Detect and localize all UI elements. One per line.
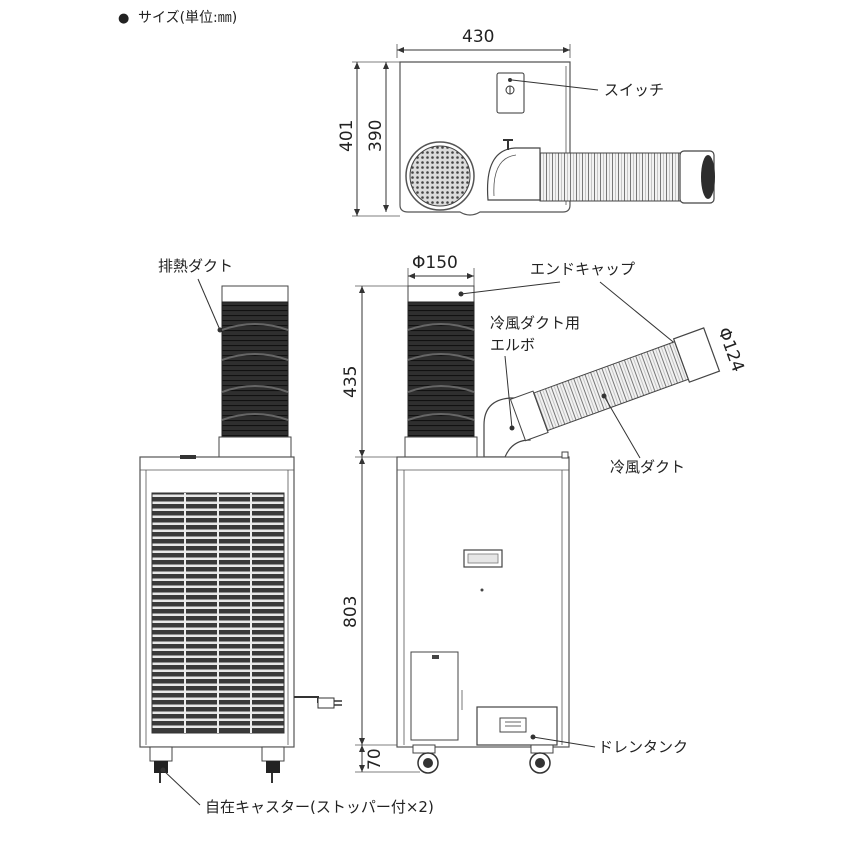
dim-top-depth-inner: 390	[366, 120, 386, 152]
top-view: 430 401 390 スイッチ	[337, 27, 715, 217]
bullet-icon: ●	[118, 11, 129, 26]
dim-duct-height: 435	[341, 366, 361, 398]
dim-exhaust-diameter: Φ150	[412, 253, 458, 273]
dim-top-width: 430	[462, 27, 494, 47]
callout-casters: 自在キャスター(ストッパー付×2)	[205, 798, 434, 816]
callout-switch: スイッチ	[604, 81, 664, 99]
callout-end-cap: エンドキャップ	[530, 260, 635, 278]
front-view: 排熱ダクト	[139, 257, 342, 806]
callout-cold-duct: 冷風ダクト	[610, 458, 685, 476]
dim-body-height: 803	[341, 596, 361, 628]
dim-caster-height: 70	[365, 748, 385, 770]
callout-cold-elbow-line2: エルボ	[490, 336, 535, 354]
callout-cold-elbow-line1: 冷風ダクト用	[490, 314, 580, 332]
side-view: 435 803 70 Φ150 エンドキャップ 冷風ダクト用 エルボ	[341, 253, 748, 774]
callout-exhaust-duct: 排熱ダクト	[158, 257, 233, 275]
diagram-title: サイズ(単位:㎜)	[138, 10, 237, 26]
callout-drain-tank: ドレンタンク	[598, 738, 688, 756]
dim-top-depth-outer: 401	[337, 120, 357, 152]
